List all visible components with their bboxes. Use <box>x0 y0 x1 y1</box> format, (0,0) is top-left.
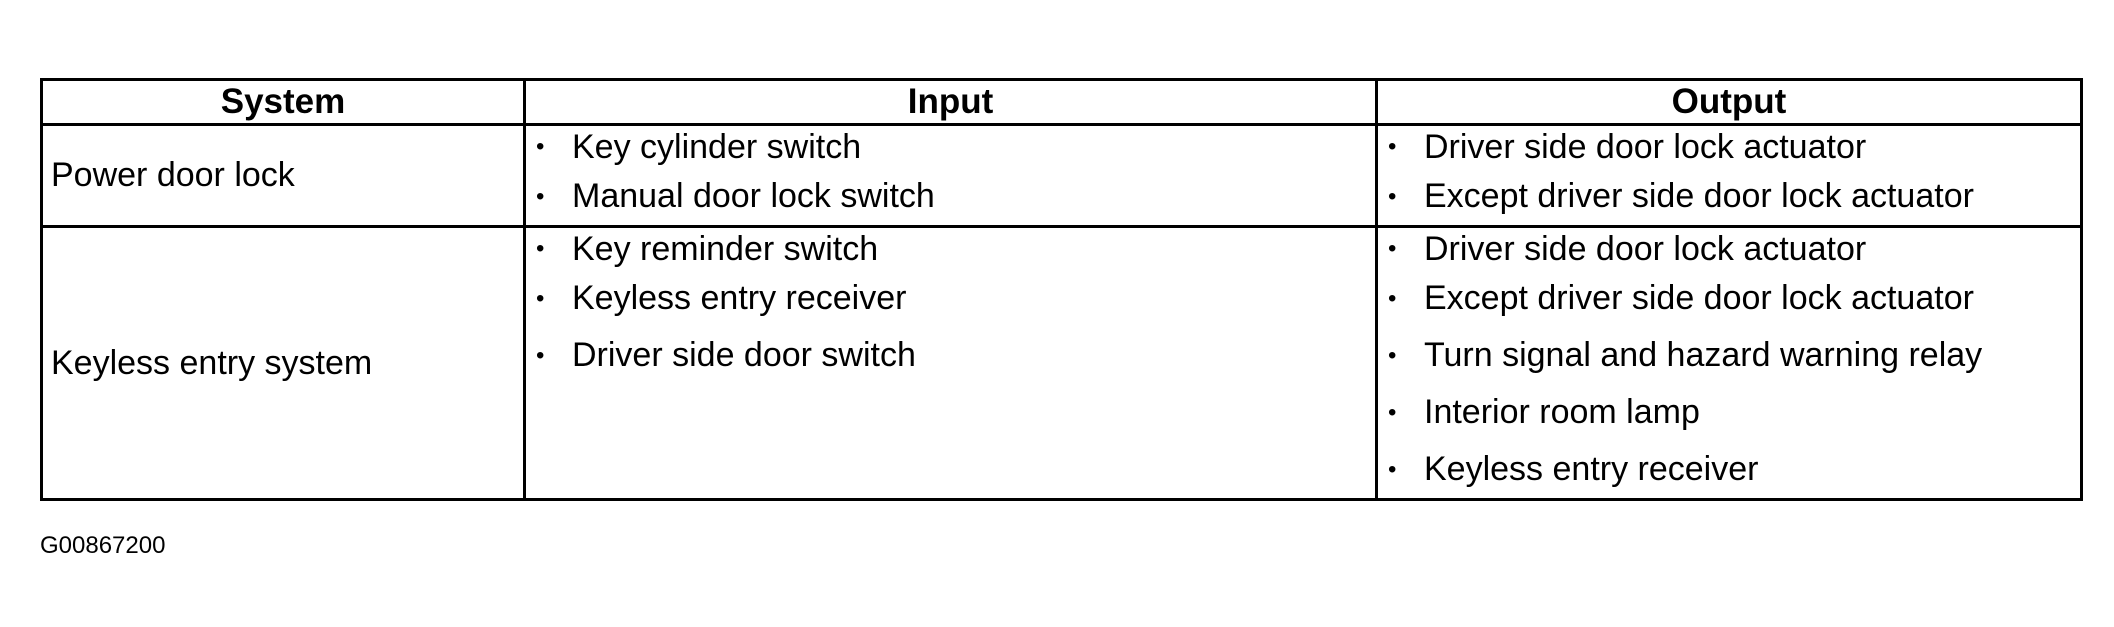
output-cell: • Driver side door lock actuator • Excep… <box>1375 123 2083 228</box>
input-list: • Key cylinder switch • Manual door lock… <box>526 126 1375 225</box>
list-item: • Driver side door switch <box>526 327 1375 384</box>
bullet-icon: • <box>1388 284 1397 312</box>
figure-code: G00867200 <box>40 532 166 559</box>
bullet-icon: • <box>1388 235 1397 262</box>
bullet-icon: • <box>536 182 545 210</box>
list-item: • Interior room lamp <box>1378 384 2080 441</box>
header-system: System <box>40 78 526 126</box>
bullet-icon: • <box>1388 341 1397 369</box>
bullet-icon: • <box>1388 182 1397 210</box>
bullet-icon: • <box>1388 133 1397 160</box>
header-input: Input <box>523 78 1378 126</box>
list-item: • Driver side door lock actuator <box>1378 228 2080 270</box>
table-row-power-door-lock: Power door lock • Key cylinder switch • … <box>40 123 2083 228</box>
bullet-icon: • <box>536 133 545 160</box>
list-item: • Turn signal and hazard warning relay <box>1378 327 2080 384</box>
header-output: Output <box>1375 78 2083 126</box>
list-item: • Except driver side door lock actuator <box>1378 270 2080 327</box>
list-item: • Key cylinder switch <box>526 126 1375 168</box>
bullet-icon: • <box>1388 455 1397 483</box>
input-list: • Key reminder switch • Keyless entry re… <box>526 228 1375 384</box>
bullet-icon: • <box>536 235 545 262</box>
list-item: • Keyless entry receiver <box>1378 441 2080 498</box>
table-row-keyless-entry-system: Keyless entry system • Key reminder swit… <box>40 225 2083 501</box>
bullet-icon: • <box>1388 398 1397 426</box>
output-list: • Driver side door lock actuator • Excep… <box>1378 126 2080 225</box>
output-cell: • Driver side door lock actuator • Excep… <box>1375 225 2083 501</box>
list-item: • Manual door lock switch <box>526 168 1375 225</box>
list-item: • Except driver side door lock actuator <box>1378 168 2080 225</box>
system-cell: Power door lock <box>40 123 526 228</box>
bullet-icon: • <box>536 284 545 312</box>
system-cell: Keyless entry system <box>40 225 526 501</box>
list-item: • Key reminder switch <box>526 228 1375 270</box>
table-header-row: System Input Output <box>40 78 2083 126</box>
list-item: • Keyless entry receiver <box>526 270 1375 327</box>
output-list: • Driver side door lock actuator • Excep… <box>1378 228 2080 498</box>
input-cell: • Key reminder switch • Keyless entry re… <box>523 225 1378 501</box>
system-io-table: System Input Output Power door lock • Ke… <box>40 78 2083 501</box>
list-item: • Driver side door lock actuator <box>1378 126 2080 168</box>
bullet-icon: • <box>536 341 545 369</box>
input-cell: • Key cylinder switch • Manual door lock… <box>523 123 1378 228</box>
